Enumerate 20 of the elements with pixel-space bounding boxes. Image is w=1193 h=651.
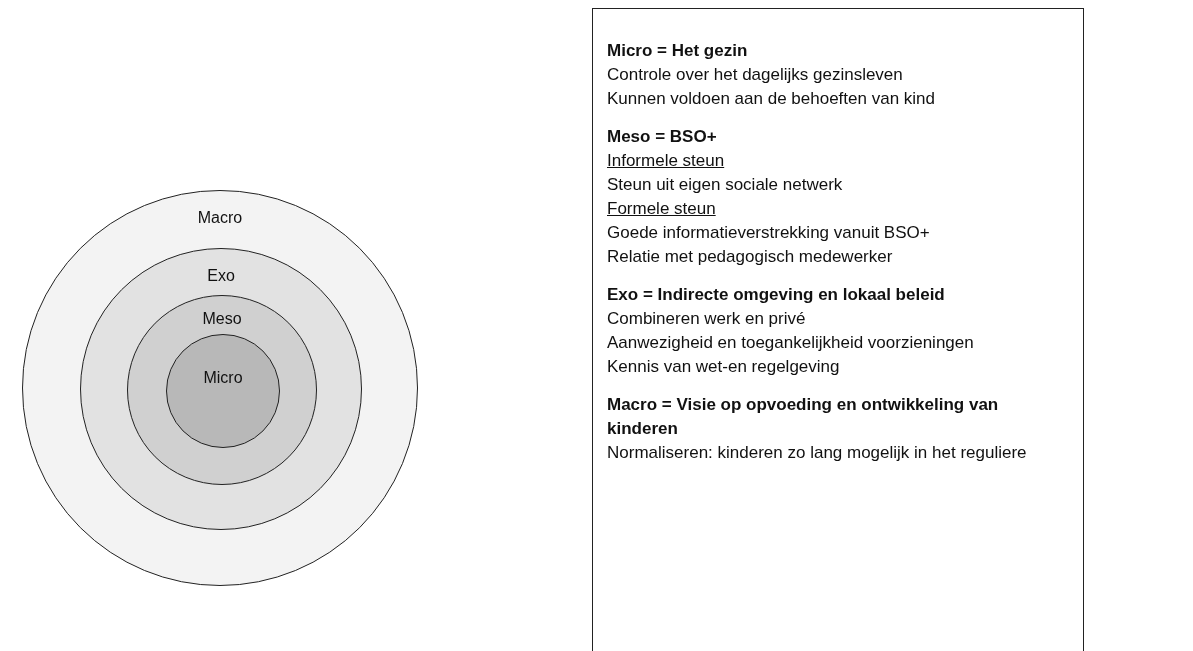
section-heading: Macro = Visie op opvoeding en ontwikkeling van kinderen: [607, 394, 1000, 440]
section-heading: Micro = Het gezin: [607, 40, 748, 62]
text-line: Kunnen voldoen aan de behoeften van kind: [607, 88, 935, 110]
text-line: Kennis van wet-en regelgeving: [607, 356, 840, 378]
text-line: Combineren werk en privé: [607, 308, 806, 330]
text-line: Controle over het dagelijks gezinsleven: [607, 64, 903, 86]
text-panel: [592, 8, 1084, 651]
text-line: Normaliseren: kinderen zo lang mogelijk in het reguliere: [607, 442, 1027, 464]
text-line: Goede informatieverstrekking vanuit BSO+: [607, 222, 930, 244]
ring-label: Micro: [202, 369, 244, 387]
ring-label: Meso: [201, 310, 243, 328]
text-line: Relatie met pedagogisch medewerker: [607, 246, 893, 268]
subheading: Formele steun: [607, 198, 716, 220]
text-line: Aanwezigheid en toegankelijkheid voorzieningen: [607, 332, 974, 354]
subheading: Informele steun: [607, 150, 725, 172]
ring-label: Exo: [206, 267, 236, 285]
section-heading: Exo = Indirecte omgeving en lokaal beleid: [607, 284, 945, 306]
text-line: Steun uit eigen sociale netwerk: [607, 174, 843, 196]
section-heading: Meso = BSO+: [607, 126, 717, 148]
ring-label: Macro: [196, 209, 244, 227]
